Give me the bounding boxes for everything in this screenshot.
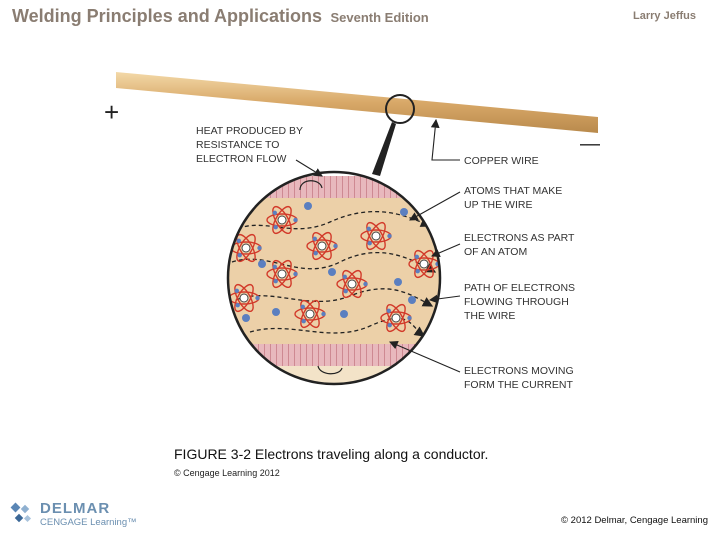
moving-label-2: FORM THE CURRENT xyxy=(464,379,573,391)
free-electron xyxy=(272,308,280,316)
book-edition: Seventh Edition xyxy=(330,10,429,25)
heat-band-bottom xyxy=(228,344,440,366)
heat-label-3: ELECTRON FLOW xyxy=(196,153,287,165)
free-electron xyxy=(258,260,266,268)
positive-sign: + xyxy=(104,97,119,127)
atom-icon xyxy=(380,303,412,333)
free-electron xyxy=(394,278,402,286)
figure-credit: © Cengage Learning 2012 xyxy=(174,468,280,478)
logo-delmar-text: DELMAR xyxy=(40,500,111,517)
free-electron xyxy=(408,296,416,304)
magnifier-pointer xyxy=(372,122,396,176)
moving-leader xyxy=(388,340,461,373)
atom-icon xyxy=(294,299,326,329)
atom-icon xyxy=(306,231,338,261)
heat-label-2: RESISTANCE TO xyxy=(196,139,279,151)
book-title: Welding Principles and Applications Seve… xyxy=(12,6,429,27)
moving-label-1: ELECTRONS MOVING xyxy=(464,365,574,377)
heat-leader xyxy=(295,159,323,177)
atom-icon xyxy=(266,205,298,235)
copper-wire xyxy=(116,72,598,133)
atoms-label-2: UP THE WIRE xyxy=(464,199,532,211)
figure-caption: FIGURE 3-2 Electrons traveling along a c… xyxy=(174,446,489,462)
book-title-main: Welding Principles and Applications xyxy=(12,6,323,26)
copper-label: COPPER WIRE xyxy=(464,155,539,167)
atoms-label-1: ATOMS THAT MAKE xyxy=(464,185,562,197)
magnifier-small-circle xyxy=(385,94,415,124)
author-name: Larry Jeffus xyxy=(633,10,696,22)
heat-label-1: HEAT PRODUCED BY xyxy=(196,125,303,137)
path-label-2: FLOWING THROUGH xyxy=(464,296,569,308)
atom-icon xyxy=(408,249,440,279)
logo-cengage-text: CENGAGE Learning™ xyxy=(40,517,137,528)
copyright-notice: © 2012 Delmar, Cengage Learning xyxy=(561,515,708,526)
heat-band-top xyxy=(228,176,440,198)
free-electron xyxy=(400,208,408,216)
copper-leader xyxy=(430,118,460,161)
free-electron xyxy=(242,314,250,322)
logo-mark-icon xyxy=(10,502,32,523)
path-label-1: PATH OF ELECTRONS xyxy=(464,282,575,294)
atoms-leader xyxy=(409,191,461,221)
atom-icon xyxy=(266,259,298,289)
path-leader xyxy=(428,294,461,304)
delmar-cengage-logo: DELMAR CENGAGE Learning™ xyxy=(10,500,140,530)
atom-icon xyxy=(230,233,262,263)
electrons-label-2: OF AN ATOM xyxy=(464,246,527,258)
negative-sign: — xyxy=(580,133,600,155)
free-electron xyxy=(340,310,348,318)
free-electron xyxy=(328,268,336,276)
electrons-leader xyxy=(430,243,461,258)
path-label-3: THE WIRE xyxy=(464,310,515,322)
atom-icon xyxy=(360,221,392,251)
magnified-section xyxy=(228,172,440,384)
atom-icon xyxy=(336,269,368,299)
magnifier-large-circle xyxy=(226,170,442,386)
electrons-label-1: ELECTRONS AS PART xyxy=(464,232,575,244)
free-electron xyxy=(304,202,312,210)
